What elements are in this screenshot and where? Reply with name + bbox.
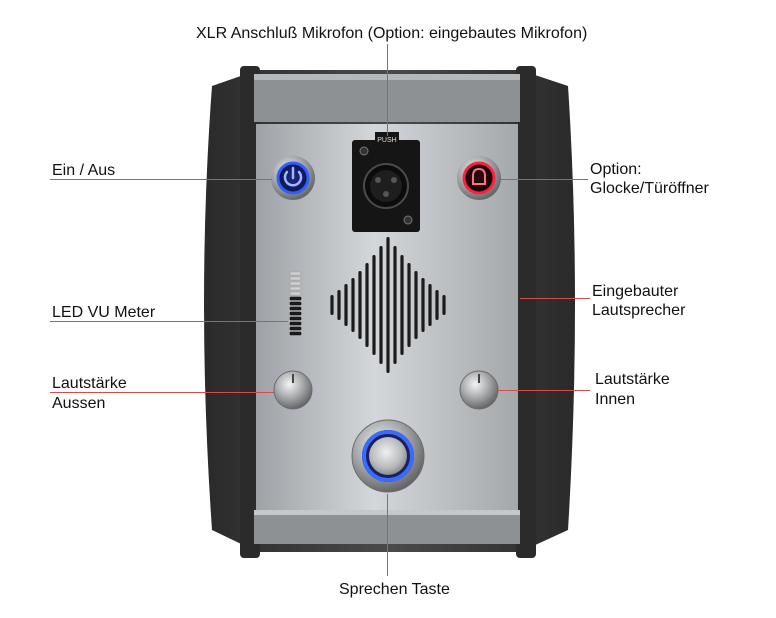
bell-button[interactable] [457, 156, 501, 200]
grille-slot [393, 246, 397, 364]
talk-label: Sprechen Taste [339, 581, 450, 598]
speaker-label-line1: Eingebauter [592, 283, 679, 300]
xlr-push-text: PUSH [377, 137, 396, 144]
grille-slot [442, 295, 446, 315]
grille-slot [435, 290, 439, 320]
vu-led-segment [289, 306, 302, 311]
grille-slot [365, 263, 369, 347]
vu-led-segment [289, 321, 302, 326]
vol-out-leader-line [50, 392, 274, 393]
speaker-grille [330, 237, 446, 373]
vu-label: LED VU Meter [52, 304, 156, 321]
speaker-leader-line [520, 298, 590, 299]
grille-slot [400, 255, 404, 355]
volume-outside-knob[interactable] [273, 370, 313, 410]
vu-led-segment [289, 331, 302, 336]
vu-led-segment [289, 316, 302, 321]
grille-slot [351, 278, 355, 332]
vu-led-segment [289, 291, 302, 296]
grille-slot [358, 271, 362, 339]
vu-led-segment [289, 286, 302, 291]
vu-leader-line [50, 321, 288, 322]
vol-out-label-line1: Lautstärke [52, 375, 127, 392]
xlr-label: XLR Anschluß Mikrofon (Option: eingebaut… [196, 25, 588, 42]
grille-slot [330, 295, 334, 315]
grille-slot [414, 271, 418, 339]
vu-led-segment [289, 281, 302, 286]
vu-led-segment [289, 271, 302, 276]
xlr-leader-line [387, 44, 388, 136]
grille-slot [379, 246, 383, 364]
grille-slot [337, 290, 341, 320]
vol-in-label-line2: Innen [595, 391, 636, 408]
vol-in-leader-line [498, 390, 590, 391]
power-button[interactable] [271, 156, 315, 200]
grille-slot [344, 284, 348, 326]
led-vu-meter [289, 271, 302, 336]
vol-out-label-line2: Aussen [52, 395, 106, 412]
speaker-label-line2: Lautsprecher [592, 302, 686, 319]
talk-button[interactable] [351, 419, 425, 493]
grille-slot [407, 263, 411, 347]
vu-led-segment [289, 296, 302, 301]
power-label: Ein / Aus [52, 162, 116, 179]
grille-slot [386, 237, 390, 373]
grille-slot [372, 255, 376, 355]
vu-led-segment [289, 276, 302, 281]
bell-label-line1: Option: [590, 161, 642, 178]
grille-slot [428, 284, 432, 326]
talk-leader-line [387, 494, 388, 576]
power-leader-line [50, 179, 272, 180]
vu-led-segment [289, 326, 302, 331]
volume-inside-knob[interactable] [459, 370, 499, 410]
bell-leader-line [500, 179, 588, 180]
xlr-connector[interactable]: PUSH [352, 132, 420, 232]
vu-led-segment [289, 311, 302, 316]
bell-icon [472, 167, 486, 185]
bell-label-line2: Glocke/Türöffner [590, 180, 709, 197]
grille-slot [421, 278, 425, 332]
vol-in-label-line1: Lautstärke [595, 371, 670, 388]
power-icon [283, 166, 303, 187]
vu-led-segment [289, 301, 302, 306]
